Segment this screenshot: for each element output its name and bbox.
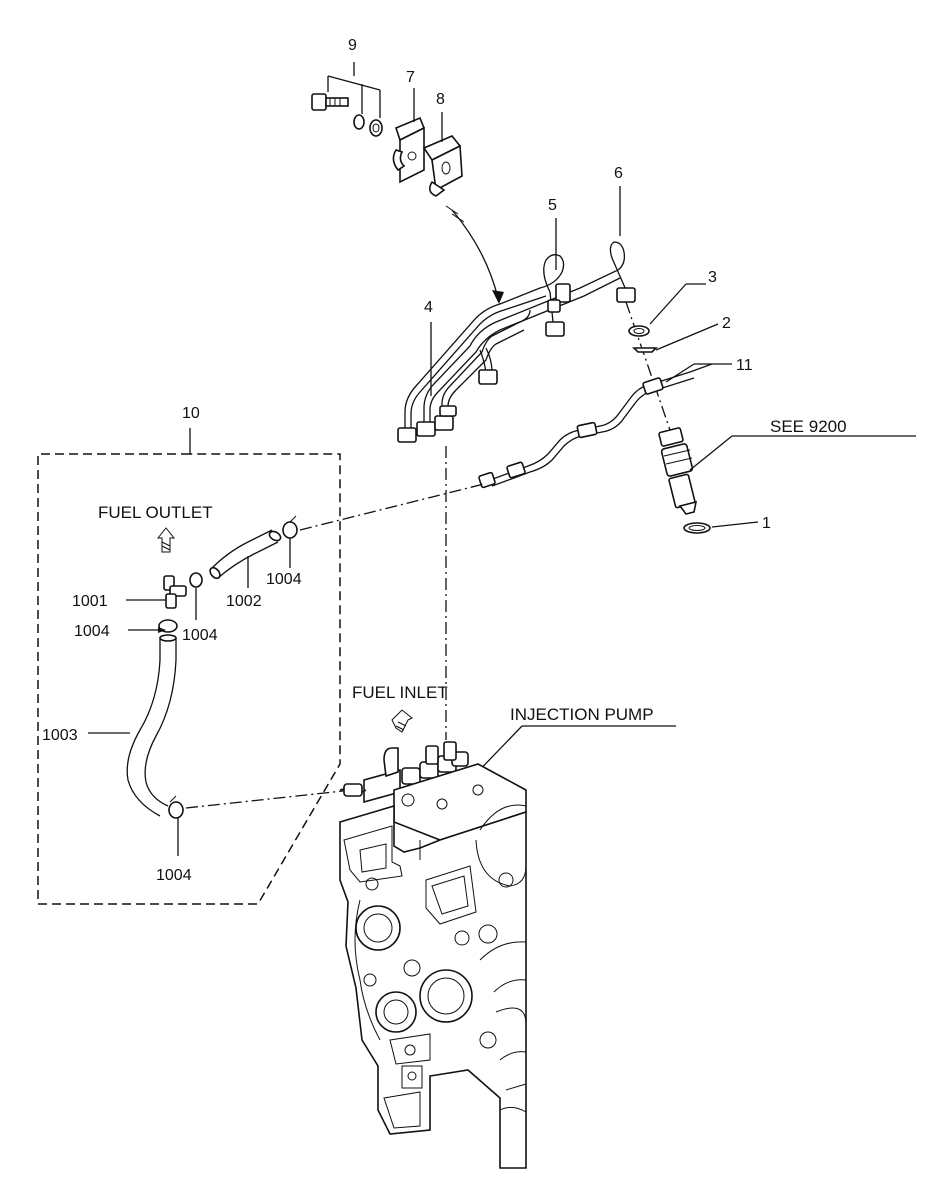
label-see-9200: SEE 9200: [770, 417, 847, 436]
label-part-1004-bottom: 1004: [156, 867, 192, 884]
label-part-1004-mid: 1004: [182, 627, 218, 644]
hose-clip: [282, 521, 298, 539]
label-part-10: 10: [182, 405, 200, 422]
fitting-1001: [163, 572, 203, 609]
label-part-4: 4: [424, 299, 433, 316]
label-part-2: 2: [722, 315, 731, 332]
hose-1003: [126, 634, 177, 817]
bolt-washer-set: [311, 93, 383, 137]
hose-clip: [158, 619, 178, 633]
label-part-11: 11: [736, 357, 753, 374]
label-part-8: 8: [436, 91, 445, 108]
leak-off-pipe: [478, 363, 713, 489]
seal-washer: [628, 325, 650, 337]
fuel-outlet-arrow-icon: [156, 527, 176, 553]
engine-block: [339, 741, 527, 1169]
injection-pipe-set: [397, 241, 636, 443]
label-part-1003: 1003: [42, 727, 78, 744]
label-part-6: 6: [614, 165, 623, 182]
label-part-5: 5: [548, 197, 557, 214]
label-part-7: 7: [406, 69, 415, 86]
label-injection-pump: INJECTION PUMP: [510, 705, 654, 724]
fuel-inlet-arrow-icon: [391, 709, 413, 733]
label-part-1001: 1001: [72, 593, 108, 610]
label-part-1: 1: [762, 515, 771, 532]
hose-1002: [209, 529, 282, 580]
label-part-9: 9: [348, 37, 357, 54]
label-fuel-inlet: FUEL INLET: [352, 683, 448, 702]
nozzle-seal: [683, 522, 711, 534]
label-part-3: 3: [708, 269, 717, 286]
pipe-clamp-pair: [392, 116, 463, 197]
label-fuel-outlet: FUEL OUTLET: [98, 503, 213, 522]
hose-clip: [168, 801, 184, 819]
gasket: [632, 347, 658, 353]
injector-nozzle: [658, 427, 698, 515]
label-part-1002: 1002: [226, 593, 262, 610]
label-part-1004-left: 1004: [74, 623, 110, 640]
label-part-1004-upper: 1004: [266, 571, 302, 588]
